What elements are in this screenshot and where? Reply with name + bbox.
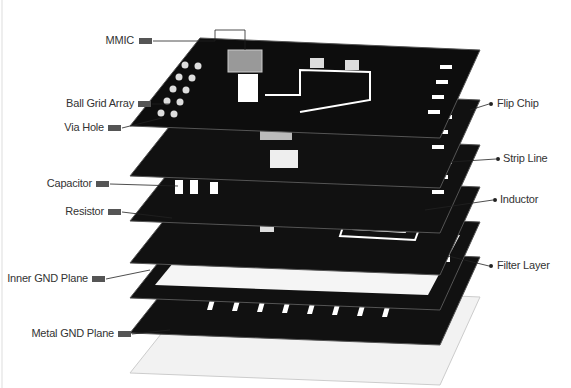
pad bbox=[345, 60, 359, 70]
callout-label: Strip Line bbox=[503, 152, 547, 165]
callout-label: Via Hole bbox=[64, 121, 104, 134]
chip-pad bbox=[270, 150, 298, 168]
leader-lines bbox=[106, 30, 496, 334]
callout-label: Flip Chip bbox=[497, 97, 539, 110]
pad bbox=[310, 58, 324, 68]
trace bbox=[265, 70, 370, 112]
ball-grid-array bbox=[158, 62, 202, 118]
label-dots bbox=[489, 102, 500, 268]
callout-label: Resistor bbox=[65, 205, 104, 218]
callout-label: MMIC bbox=[105, 34, 134, 47]
callout-label: Metal GND Plane bbox=[31, 327, 114, 340]
callout-label: Filter Layer bbox=[497, 259, 550, 272]
callout-label: Inductor bbox=[500, 193, 538, 206]
edge-pads bbox=[428, 65, 452, 114]
callout-label: Ball Grid Array bbox=[66, 97, 134, 110]
capacitor-pads bbox=[175, 180, 218, 194]
mmic-chip bbox=[228, 50, 262, 72]
callout-label: Capacitor bbox=[47, 177, 92, 190]
top-layer bbox=[130, 38, 480, 138]
frame-line bbox=[2, 0, 3, 388]
chip-pad bbox=[238, 74, 258, 102]
label-markers bbox=[92, 38, 152, 337]
callout-label: Inner GND Plane bbox=[7, 272, 88, 285]
